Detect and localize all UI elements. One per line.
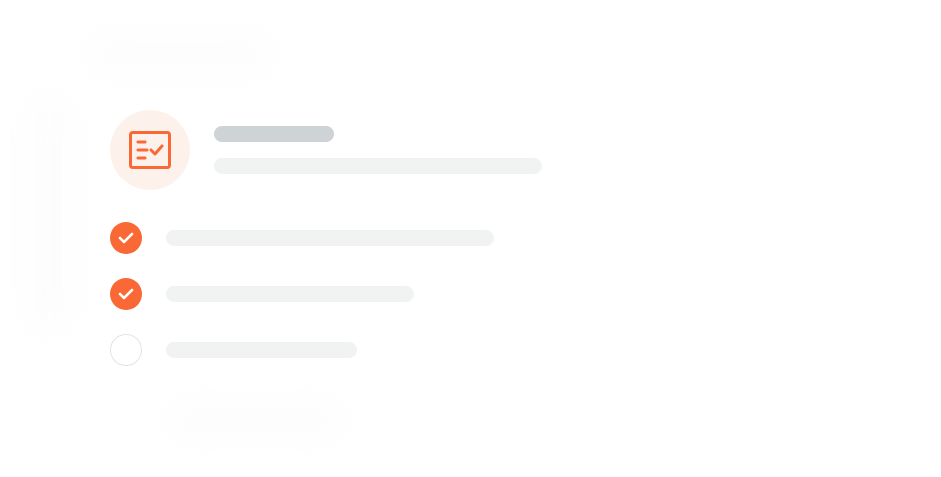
checkmark-icon bbox=[118, 232, 134, 244]
ghost-shadow-top bbox=[90, 44, 270, 64]
ghost-shadow-left bbox=[38, 100, 60, 330]
checklist-item-3-unchecked[interactable] bbox=[110, 334, 142, 366]
ghost-shadow-bottom bbox=[170, 410, 340, 430]
checklist-item-1-checked[interactable] bbox=[110, 222, 142, 254]
checklist-item-2-label-placeholder bbox=[166, 286, 414, 302]
title-placeholder bbox=[214, 126, 334, 142]
checkmark-icon bbox=[118, 288, 134, 300]
checklist-item-3-label-placeholder bbox=[166, 342, 357, 358]
checklist-item-1-label-placeholder bbox=[166, 230, 494, 246]
checklist-icon bbox=[129, 131, 171, 169]
subtitle-placeholder bbox=[214, 158, 542, 174]
checklist-item-2-checked[interactable] bbox=[110, 278, 142, 310]
checklist-icon-bubble bbox=[110, 110, 190, 190]
